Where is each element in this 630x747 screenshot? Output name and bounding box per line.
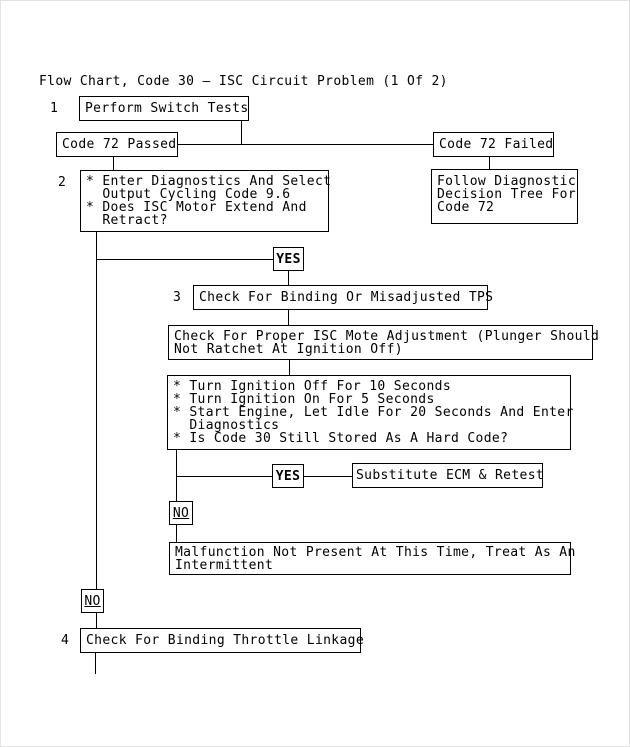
connector-line <box>178 144 434 145</box>
step-number-1: 1 <box>50 101 59 116</box>
connector-line <box>96 232 97 590</box>
node-malfunction-intermittent: Malfunction Not Present At This Time, Tr… <box>169 542 575 575</box>
node-substitute-ecm-retest: Substitute ECM & Retest <box>352 463 544 488</box>
label-no-branch-2: NO <box>81 589 104 613</box>
connector-line <box>289 360 290 376</box>
connector-line <box>113 157 114 171</box>
node-step3-check-tps: Check For Binding Or Misadjusted TPS <box>193 285 493 310</box>
connector-line <box>288 271 289 286</box>
connector-line <box>241 121 242 145</box>
connector-line <box>304 476 353 477</box>
node-step4-check-throttle-linkage: Check For Binding Throttle Linkage <box>80 628 364 653</box>
connector-line <box>176 476 273 477</box>
node-step2-enter-diagnostics: * Enter Diagnostics And Select Output Cy… <box>80 170 331 232</box>
connector-line <box>96 259 274 260</box>
step-number-2: 2 <box>58 175 67 190</box>
connector-line <box>288 310 289 326</box>
connector-line <box>96 613 97 629</box>
label-yes-branch-1: YES <box>273 247 304 271</box>
label-yes-branch-2: YES <box>272 464 304 488</box>
node-code-72-passed: Code 72 Passed <box>56 132 178 157</box>
node-ignition-cycle-test: * Turn Ignition Off For 10 Seconds * Tur… <box>167 375 573 450</box>
node-follow-diagnostic-tree: Follow Diagnostic Decision Tree For Code… <box>431 169 578 224</box>
connector-line <box>176 525 177 543</box>
node-code-72-failed: Code 72 Failed <box>433 132 554 157</box>
connector-line <box>95 653 96 674</box>
node-step1-perform-switch-tests: Perform Switch Tests <box>79 96 249 121</box>
step-number-4: 4 <box>61 633 70 648</box>
step-number-3: 3 <box>173 290 182 305</box>
connector-line <box>489 157 490 170</box>
diagram-title: Flow Chart, Code 30 – ISC Circuit Proble… <box>39 74 448 89</box>
label-no-branch-1: NO <box>169 501 193 525</box>
node-check-isc-mote-adjustment: Check For Proper ISC Mote Adjustment (Pl… <box>168 325 599 360</box>
